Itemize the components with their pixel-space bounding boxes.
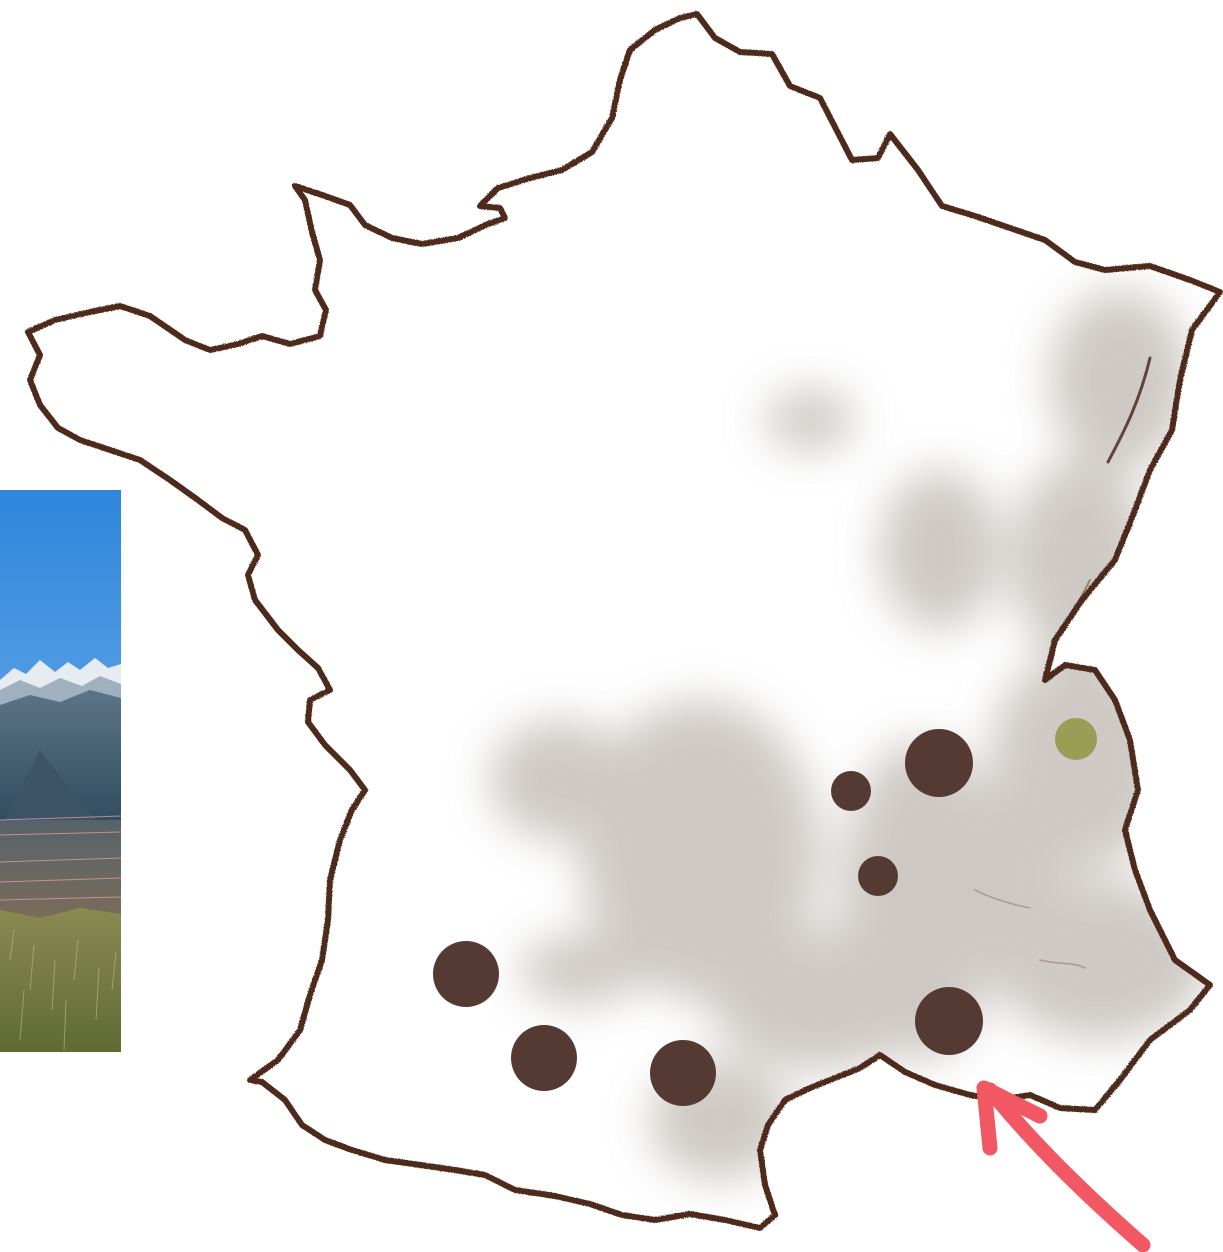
terrain-strokes: [974, 356, 1152, 969]
marker-drome-small[interactable]: [858, 856, 898, 896]
marker-south-center[interactable]: [650, 1040, 716, 1106]
marker-southwest-middle[interactable]: [511, 1025, 577, 1091]
mountain-photo: [0, 490, 121, 1052]
marker-rhone-small[interactable]: [831, 771, 871, 811]
marker-provence[interactable]: [915, 987, 983, 1055]
marker-rhone-north[interactable]: [905, 729, 973, 797]
pointer-arrow: [976, 1080, 1151, 1252]
marker-southwest-west[interactable]: [433, 941, 499, 1007]
location-markers: [433, 718, 1097, 1106]
relief-shading: [490, 290, 1210, 1180]
france-outline: [25, 11, 1223, 1231]
mountain-photo-graphic: [0, 490, 121, 1052]
marker-savoie[interactable]: [1055, 718, 1097, 760]
